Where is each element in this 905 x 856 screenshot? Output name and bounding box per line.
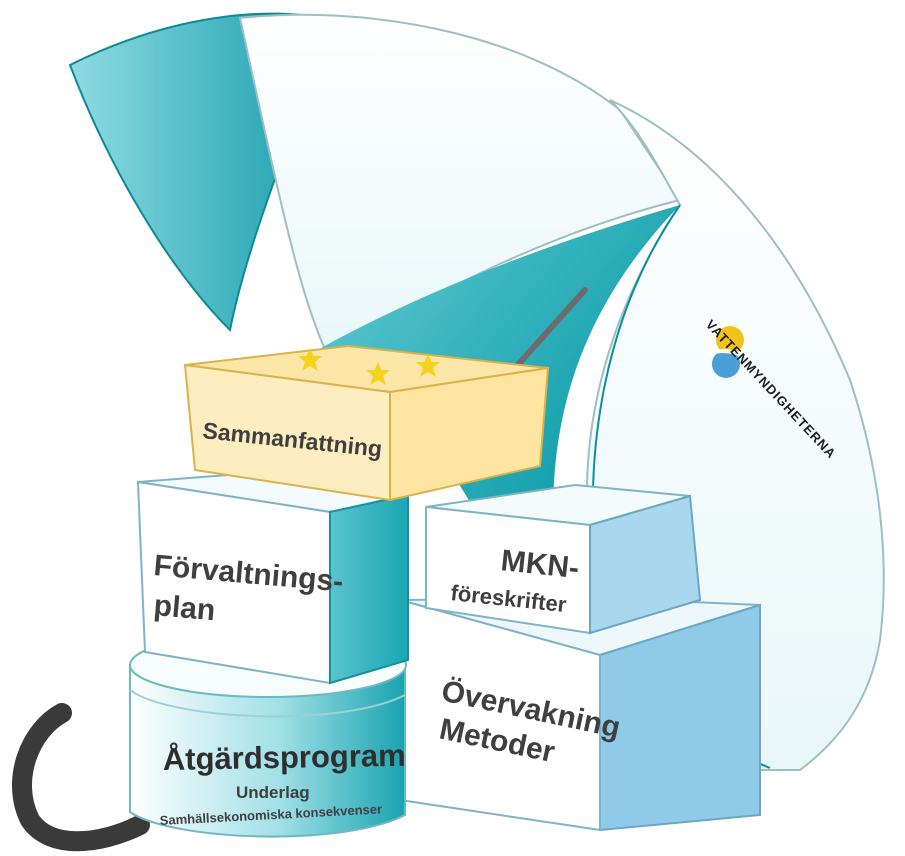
star-icon	[416, 354, 440, 377]
umbrella-shaft	[512, 287, 588, 371]
box-monitoring: Övervakning Metoder	[399, 596, 761, 832]
mkn-line1: MKN-	[499, 544, 580, 585]
management-plan-line2: plan	[152, 589, 216, 627]
vattenmyndigheterna-logo-icon	[709, 326, 748, 378]
box-management-plan: Förvaltnings- plan	[136, 465, 412, 685]
action-program-sub1: Underlag	[236, 783, 310, 802]
box-mkn: MKN- föreskrifter	[425, 483, 702, 635]
action-program-title: Åtgärdsprogram	[163, 738, 406, 777]
star-icon	[298, 348, 322, 371]
canopy-panel-middle	[238, 13, 682, 362]
star-icon	[366, 362, 390, 385]
box-summary: Sammanfattning	[183, 344, 550, 502]
umbrella-handle	[12, 703, 150, 852]
